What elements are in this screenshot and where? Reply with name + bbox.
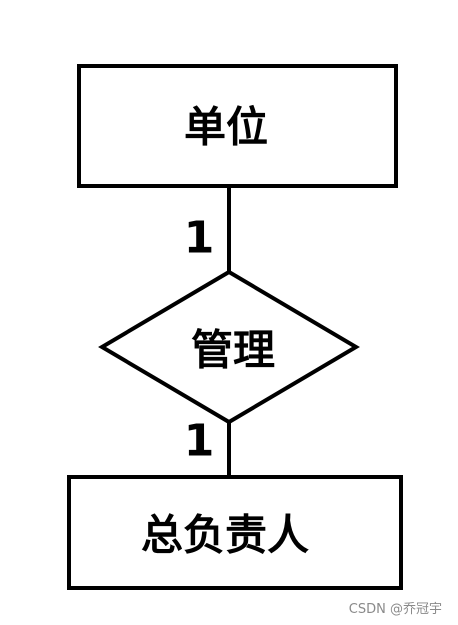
entity-manager-box — [67, 475, 403, 590]
entity-manager-label: 总负责人 — [141, 511, 309, 560]
watermark-text: CSDN @乔冠宇 — [348, 602, 442, 617]
entity-unit-box — [77, 64, 398, 188]
relationship-label: 管理 — [191, 326, 275, 375]
relationship-diamond — [98, 269, 360, 425]
cardinality-bottom: 1 — [184, 416, 215, 467]
cardinality-top: 1 — [184, 213, 215, 264]
entity-unit-label: 单位 — [184, 103, 268, 152]
